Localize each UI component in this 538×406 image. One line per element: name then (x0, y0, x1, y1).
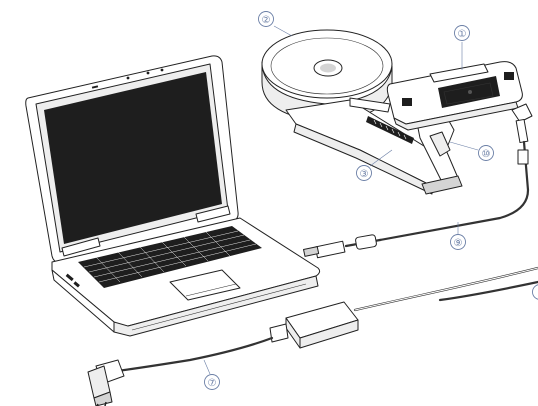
scanner-head-icon (386, 61, 523, 131)
callout-1: ① (454, 25, 470, 70)
scanner-connector-icon (378, 103, 533, 242)
callout-10-label: ⑩ (482, 149, 491, 160)
callout-2-label: ② (262, 15, 271, 26)
callout-3-label: ③ (360, 169, 369, 180)
callout-partial (532, 284, 538, 300)
callout-9: ⑨ (450, 222, 466, 250)
callout-3: ③ (356, 149, 393, 181)
callout-9-label: ⑨ (454, 238, 463, 249)
callout-7: ⑦ (203, 359, 220, 390)
callout-1-label: ① (458, 29, 467, 40)
power-plug-icon (87, 359, 125, 406)
callout-7-label: ⑦ (208, 378, 217, 389)
scanner-mount-icon (415, 111, 463, 195)
power-adapter-icon (108, 301, 359, 374)
laptop-icon (25, 55, 321, 337)
callout-10: ⑩ (449, 141, 494, 161)
callout-2: ② (258, 11, 293, 37)
usb-cable-icon (303, 234, 382, 259)
power-cable (353, 266, 538, 312)
